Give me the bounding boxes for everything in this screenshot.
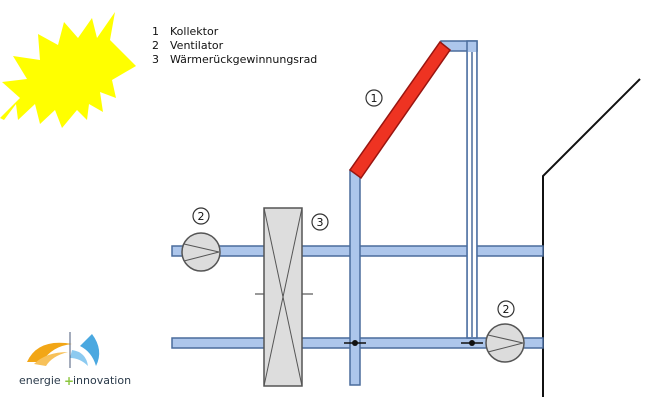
damper-pivot xyxy=(469,340,475,346)
legend-label: Kollektor xyxy=(170,25,219,38)
legend-item-collector: 1 Kollektor xyxy=(152,25,219,38)
legend: 1 Kollektor 2 Ventilator 3 Wärmerückgewi… xyxy=(152,25,317,66)
duct-network xyxy=(171,40,544,386)
legend-label: Wärmerückgewinnungsrad xyxy=(170,53,317,66)
fan-blade xyxy=(183,243,220,253)
wheel-cross xyxy=(263,207,303,387)
marker-heat-wheel: 3 xyxy=(311,213,329,231)
legend-item-heat-wheel: 3 Wärmerückgewinnungsrad xyxy=(152,53,317,66)
logo-word-right: innovation xyxy=(73,374,131,387)
sun-icon xyxy=(0,12,136,128)
logo-blue-swoosh-icon xyxy=(70,350,88,366)
solar-collector xyxy=(348,40,452,180)
legend-label: Ventilator xyxy=(170,39,224,52)
fan-exhaust xyxy=(485,323,525,363)
legend-number: 1 xyxy=(152,25,159,38)
fan-housing xyxy=(181,232,221,272)
fan-blade xyxy=(487,334,524,344)
marker-label: 2 xyxy=(503,303,510,316)
marker-label: 3 xyxy=(317,216,324,229)
legend-number: 3 xyxy=(152,53,159,66)
legend-item-fan: 2 Ventilator xyxy=(152,39,224,52)
logo-word-left: energie xyxy=(19,374,61,387)
damper-pivot xyxy=(352,340,358,346)
marker-label: 1 xyxy=(371,92,378,105)
energie-innovation-logo: energie + innovation xyxy=(19,332,131,388)
marker-collector: 1 xyxy=(365,89,383,107)
logo-orange-swoosh-icon xyxy=(27,342,72,362)
fan-blade xyxy=(487,342,524,353)
damper-right xyxy=(461,340,483,346)
logo-orange-swoosh-icon xyxy=(34,352,68,366)
fan-blade xyxy=(183,251,220,262)
legend-number: 2 xyxy=(152,39,159,52)
collector-down-duct xyxy=(349,169,361,386)
heat-recovery-wheel xyxy=(255,207,313,387)
fan-housing xyxy=(485,323,525,363)
building-outline xyxy=(542,78,641,397)
marker-fan-exhaust: 2 xyxy=(497,300,515,318)
damper-left xyxy=(344,340,366,346)
marker-fan-supply: 2 xyxy=(192,207,210,225)
logo-blue-swoosh-icon xyxy=(80,334,100,366)
marker-label: 2 xyxy=(198,210,205,223)
fan-supply xyxy=(181,232,221,272)
logo-plus: + xyxy=(64,374,74,388)
